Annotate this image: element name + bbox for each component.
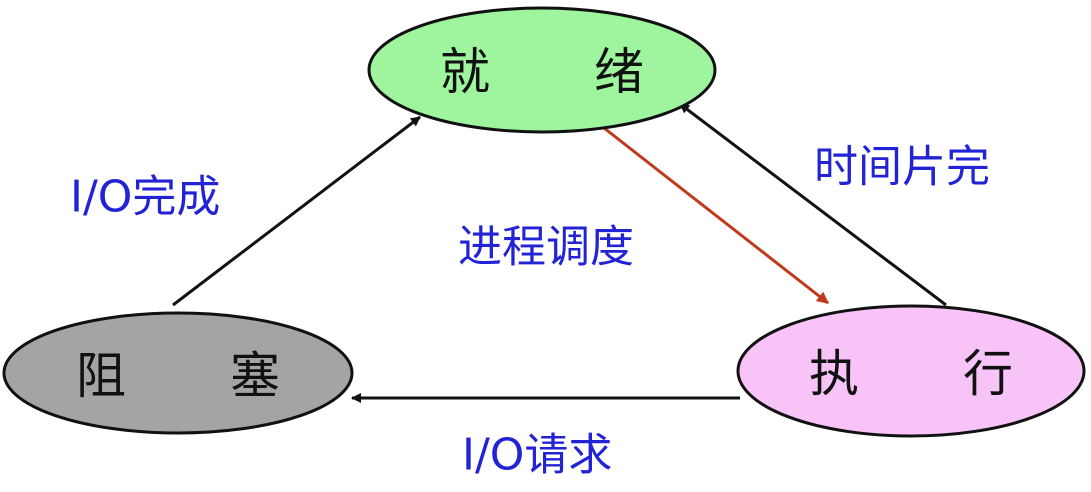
- dispatch-arrow: [603, 126, 829, 305]
- timeout-arrow: [679, 102, 947, 307]
- running-ellipse: [736, 304, 1086, 438]
- io-complete-label: I/O完成: [70, 172, 220, 223]
- node-ready: 就 绪: [367, 6, 717, 134]
- dispatch-label: 进程调度: [458, 222, 634, 273]
- ready-label: 就 绪: [440, 43, 688, 101]
- blocked-label: 阻 塞: [76, 347, 324, 405]
- io-complete-arrow: [172, 115, 421, 307]
- running-label: 执 行: [809, 345, 1057, 403]
- node-blocked: 阻 塞: [2, 311, 354, 435]
- node-running: 执 行: [736, 304, 1086, 438]
- ready-ellipse: [367, 6, 717, 134]
- timeout-label: 时间片完: [814, 142, 990, 193]
- blocked-ellipse: [2, 311, 354, 435]
- io-request-label: I/O请求: [462, 430, 612, 481]
